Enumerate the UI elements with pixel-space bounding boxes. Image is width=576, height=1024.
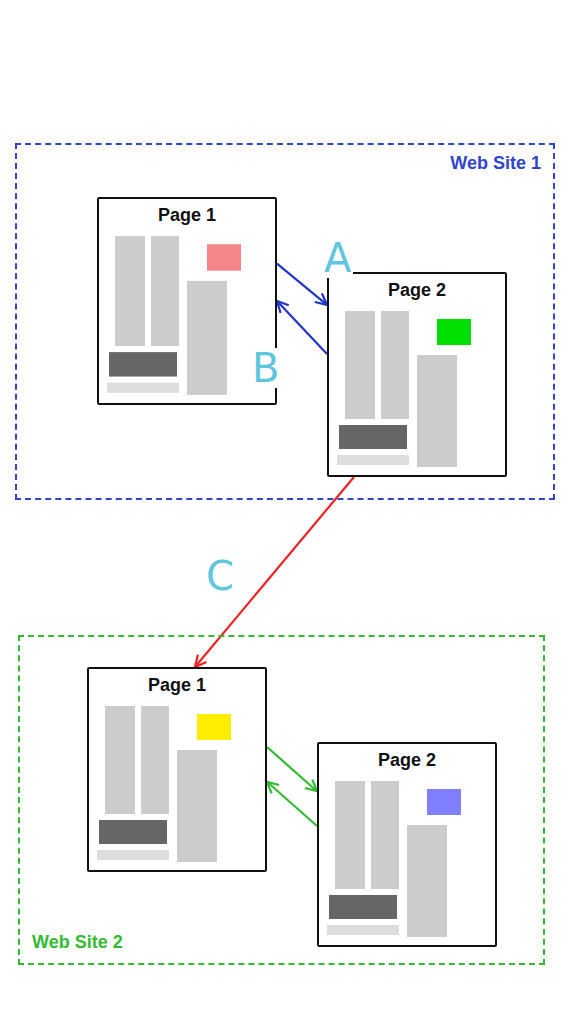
link-arrow [195,477,354,667]
page-title: Page 1 [99,199,275,226]
page-block [105,706,135,814]
page-block [417,355,457,467]
page-block [207,244,241,270]
page-illustration [319,775,495,945]
page-block [371,781,399,889]
page-title: Page 2 [329,274,505,301]
page-block [437,319,471,345]
link-arrow [267,747,317,791]
page-block [107,383,179,393]
edge-letter: B [250,348,281,388]
page-block [99,820,167,844]
page-title: Page 1 [89,669,265,696]
page-block [339,425,407,449]
page-block [197,714,231,740]
site-title: Web Site 2 [32,932,123,953]
page-block [177,750,217,862]
page-block [115,236,145,346]
page-block [327,925,399,935]
web-page-card: Page 2 [327,272,507,477]
page-block [427,789,461,815]
page-block [381,311,409,419]
web-page-card: Page 2 [317,742,497,947]
web-site-region: Page 1 Page 2 Web Site 1 [15,143,555,500]
web-site-region: Page 1 Page 2 Web Site 2 [18,635,545,965]
page-block [109,352,177,376]
site-title: Web Site 1 [450,153,541,174]
link-arrow [277,301,327,354]
page-illustration [89,700,265,870]
page-block [329,895,397,919]
link-arrow [277,264,327,305]
edge-letter: A [322,238,353,278]
page-block [97,850,169,860]
page-block [407,825,447,937]
page-title: Page 2 [319,744,495,771]
link-arrow [267,782,317,826]
web-page-card: Page 1 [87,667,267,872]
page-block [337,455,409,465]
page-block [141,706,169,814]
page-illustration [329,305,505,475]
page-block [187,281,227,395]
page-block [345,311,375,419]
edge-letter: C [204,556,236,596]
page-illustration [99,230,275,403]
page-block [151,236,179,346]
page-block [335,781,365,889]
